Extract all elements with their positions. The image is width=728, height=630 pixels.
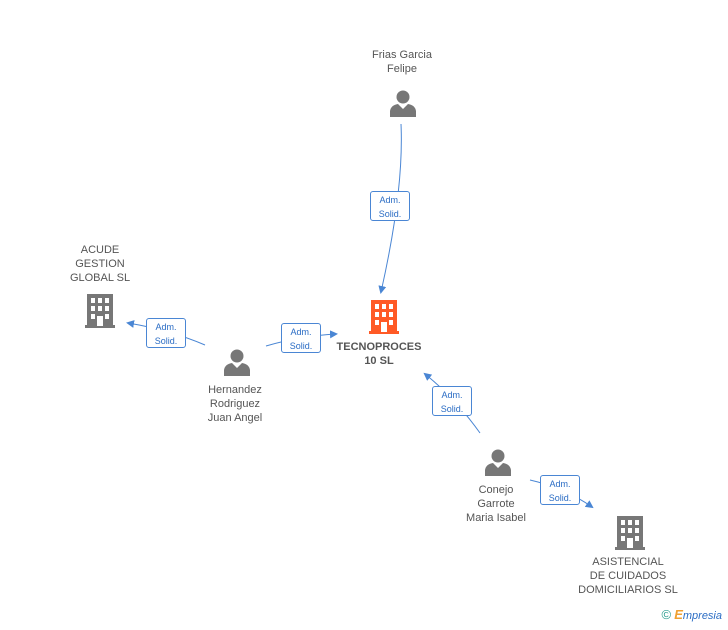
copyright-symbol: © bbox=[661, 607, 672, 622]
edge-label-hernandez-tecnoproces[interactable]: Adm. Solid. bbox=[281, 323, 321, 353]
person-icon bbox=[224, 349, 250, 376]
edge-label-conejo-asistencial[interactable]: Adm. Solid. bbox=[540, 475, 580, 505]
person-icon bbox=[485, 449, 511, 476]
node-conejo-garrote-maria-isabel[interactable]: Conejo Garrote Maria Isabel bbox=[446, 483, 546, 525]
node-frias-garcia-felipe[interactable]: Frias Garcia Felipe bbox=[352, 48, 452, 76]
brand-first-letter: E bbox=[674, 607, 683, 622]
building-icon bbox=[369, 300, 399, 334]
node-label: Conejo Garrote Maria Isabel bbox=[466, 484, 526, 524]
edge-label-frias-tecnoproces[interactable]: Adm. Solid. bbox=[370, 191, 410, 221]
node-label: Frias Garcia Felipe bbox=[372, 49, 432, 75]
brand-rest: mpresia bbox=[682, 610, 722, 622]
node-acude-gestion-global[interactable]: ACUDE GESTION GLOBAL SL bbox=[50, 243, 150, 285]
person-icon bbox=[390, 90, 416, 117]
node-label: Hernandez Rodriguez Juan Angel bbox=[207, 384, 263, 424]
node-label: TECNOPROCES 10 SL bbox=[336, 341, 422, 367]
edge-label-conejo-tecnoproces[interactable]: Adm. Solid. bbox=[432, 386, 472, 416]
node-label: ACUDE GESTION GLOBAL SL bbox=[69, 244, 131, 284]
node-asistencial-cuidados-domiciliarios[interactable]: ASISTENCIAL DE CUIDADOS DOMICILIARIOS SL bbox=[568, 555, 688, 597]
node-tecnoproces[interactable]: TECNOPROCES 10 SL bbox=[319, 340, 439, 368]
empresia-logo[interactable]: © Empresia bbox=[662, 607, 722, 622]
node-hernandez-rodriguez-juan-angel[interactable]: Hernandez Rodriguez Juan Angel bbox=[185, 383, 285, 425]
edge-label-hernandez-acude[interactable]: Adm. Solid. bbox=[146, 318, 186, 348]
building-icon bbox=[615, 516, 645, 550]
node-label: ASISTENCIAL DE CUIDADOS DOMICILIARIOS SL bbox=[578, 556, 678, 596]
building-icon bbox=[85, 294, 115, 328]
